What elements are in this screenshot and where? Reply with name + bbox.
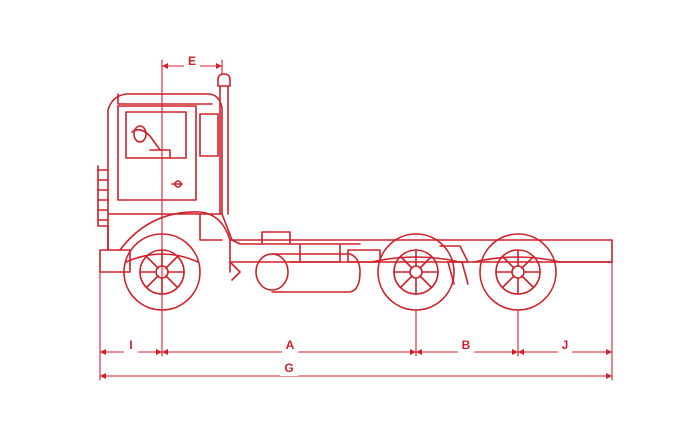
rear-wheel-rear-axle <box>479 233 557 311</box>
dimension-label-a: A <box>286 338 295 352</box>
chassis-frame <box>229 231 613 263</box>
label-i-bg <box>124 340 138 354</box>
label-j-bg <box>558 340 572 354</box>
label-b-bg <box>458 340 474 354</box>
dimension-label-i: I <box>129 338 132 352</box>
dimension-label-g: G <box>284 361 293 375</box>
label-a-bg <box>282 340 298 354</box>
cab <box>97 93 231 273</box>
rear-wheel-front-axle <box>377 233 455 311</box>
fuel-tank <box>255 253 361 293</box>
dimension-label-j: J <box>562 338 569 352</box>
dimension-lines <box>99 59 613 381</box>
dimension-arrows <box>100 63 612 379</box>
label-e-bg <box>184 54 200 68</box>
suspension <box>125 253 561 281</box>
dimension-label-e: E <box>188 54 196 68</box>
dimension-label-b: B <box>462 338 471 352</box>
label-g-bg <box>280 362 298 376</box>
